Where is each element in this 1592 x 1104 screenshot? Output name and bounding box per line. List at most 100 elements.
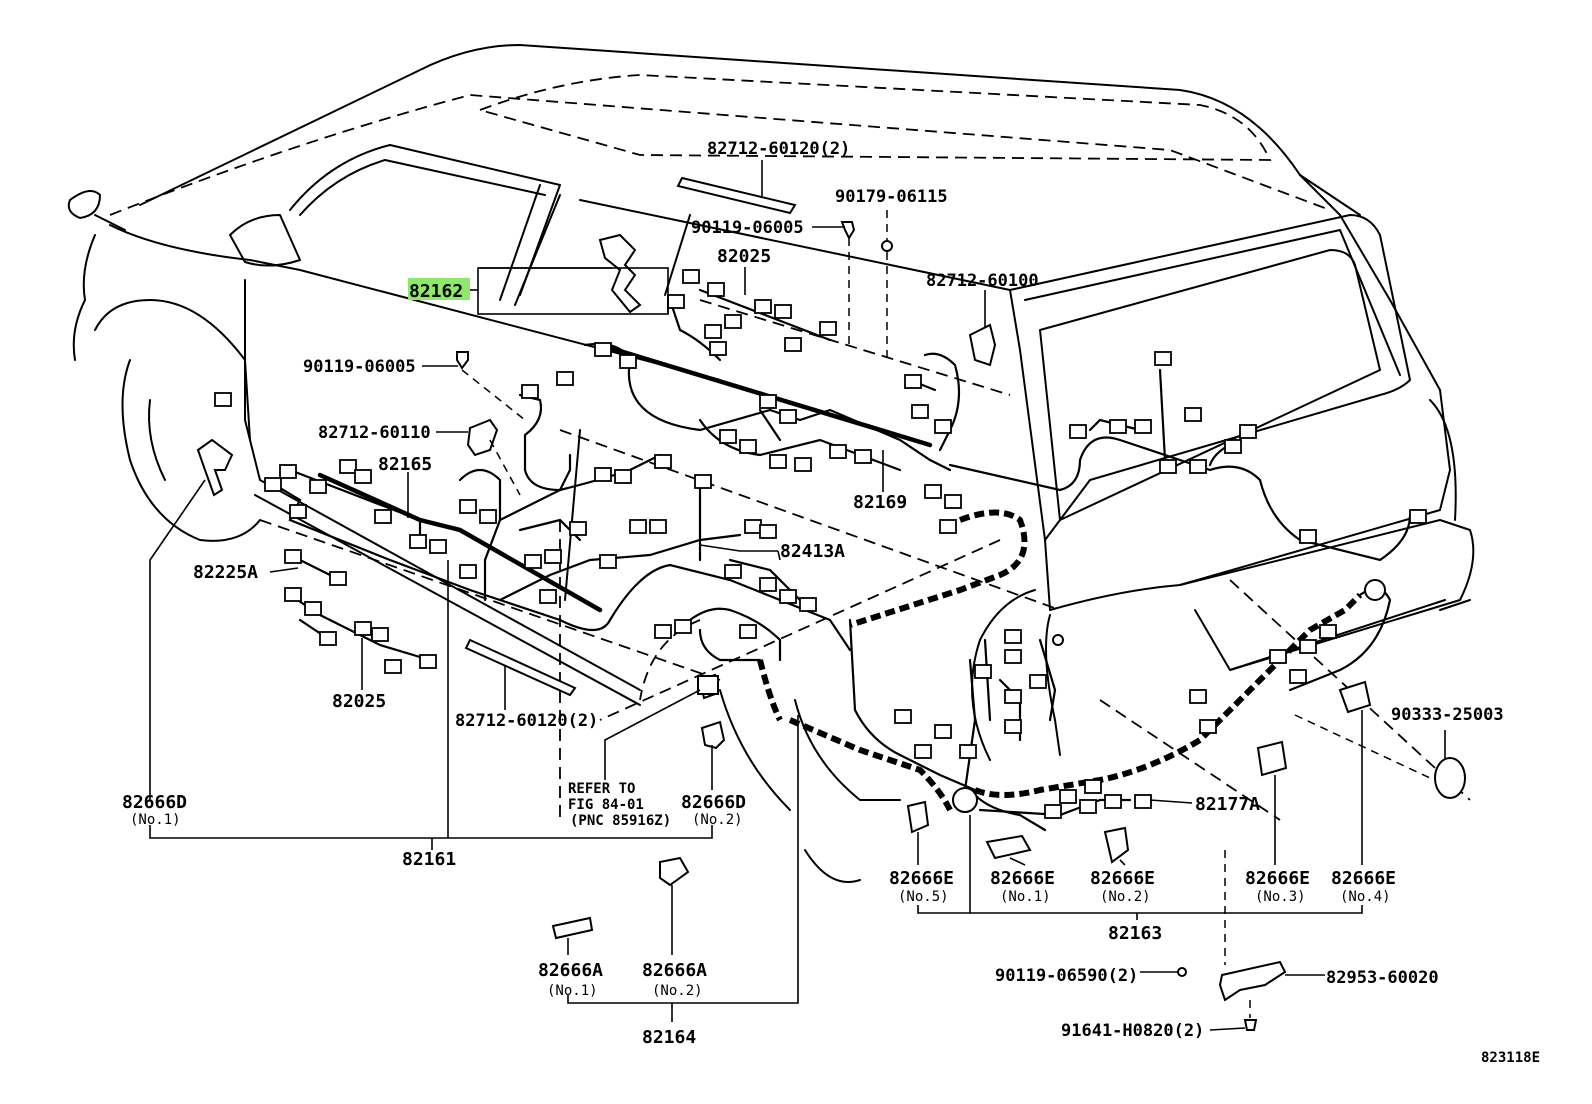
label-82666E-2-sub: (No.2)	[1100, 889, 1151, 905]
label-82712-60120-top: 82712-60120(2)	[707, 139, 850, 159]
connector	[284, 587, 302, 602]
label-82666E-3-sub: (No.3)	[1255, 889, 1306, 905]
label-82666E-1-sub: (No.1)	[1000, 889, 1051, 905]
label-82162[interactable]: 82162	[409, 281, 463, 302]
label-90119-06590: 90119-06590(2)	[995, 966, 1138, 986]
connector	[1044, 804, 1062, 819]
connector	[784, 337, 802, 352]
screw	[456, 351, 469, 370]
label-82712-60110: 82712-60110	[318, 423, 431, 443]
connector	[556, 371, 574, 386]
label-82953-60020: 82953-60020	[1326, 968, 1439, 988]
vehicle-body	[67, 44, 1475, 883]
clip	[700, 720, 726, 750]
connector	[774, 304, 792, 319]
connector	[819, 321, 837, 336]
nut	[881, 240, 893, 252]
connector	[329, 571, 347, 586]
connector	[1239, 424, 1257, 439]
label-82666D-2-sub: (No.2)	[692, 812, 743, 828]
connector	[709, 341, 727, 356]
refer-line-1: REFER TO	[568, 781, 635, 797]
connector	[924, 484, 942, 499]
connector	[594, 342, 612, 357]
connector	[1004, 689, 1022, 704]
connector	[1104, 794, 1122, 809]
connector	[539, 589, 557, 604]
connector	[724, 314, 742, 329]
refer-line-2: FIG 84-01	[568, 797, 644, 813]
connector	[1189, 689, 1207, 704]
bolt	[1177, 967, 1187, 977]
connector	[759, 524, 777, 539]
connector	[1159, 459, 1177, 474]
label-82161: 82161	[402, 849, 456, 870]
label-82413A: 82413A	[780, 541, 845, 562]
connector	[654, 454, 672, 469]
clip	[906, 800, 930, 834]
label-82666A-2-sub: (No.2)	[652, 983, 703, 999]
label-90119-06005-top: 90119-06005	[691, 218, 804, 238]
connector	[739, 439, 757, 454]
connector	[1299, 529, 1317, 544]
connector	[1079, 799, 1097, 814]
connector	[214, 392, 232, 407]
label-82025-bottom: 82025	[332, 691, 386, 712]
connector	[1084, 779, 1102, 794]
label-82666A-1: 82666A	[538, 960, 603, 981]
protector-strip-top	[676, 176, 797, 215]
connector	[759, 394, 777, 409]
connector	[694, 474, 712, 489]
connector	[374, 509, 392, 524]
label-82666E-2: 82666E	[1090, 868, 1155, 889]
connector	[724, 564, 742, 579]
connector	[649, 519, 667, 534]
connector	[667, 294, 685, 309]
ground-terminal	[1052, 634, 1064, 646]
connector	[894, 709, 912, 724]
clip	[1103, 826, 1130, 864]
connector	[754, 299, 772, 314]
clip	[968, 323, 997, 367]
connector	[1199, 719, 1217, 734]
connector	[544, 549, 562, 564]
label-90179-06115: 90179-06115	[835, 187, 948, 207]
connector	[1184, 407, 1202, 422]
connector	[309, 479, 327, 494]
connector	[934, 419, 952, 434]
connector	[779, 589, 797, 604]
bracket	[598, 233, 642, 314]
connector	[654, 624, 672, 639]
label-82666E-1: 82666E	[990, 868, 1055, 889]
connector	[419, 654, 437, 669]
protector-strip-bottom	[464, 638, 577, 697]
clip	[466, 418, 499, 457]
connectors	[214, 269, 1427, 819]
connector	[614, 469, 632, 484]
connector	[1224, 439, 1242, 454]
label-82666D-2: 82666D	[681, 792, 746, 813]
label-82169: 82169	[853, 492, 907, 513]
connector	[1269, 649, 1287, 664]
clip	[1256, 740, 1288, 777]
connector	[759, 577, 777, 592]
connector	[744, 519, 762, 534]
connector	[799, 597, 817, 612]
label-82666A-1-sub: (No.1)	[547, 983, 598, 999]
connector	[1134, 419, 1152, 434]
connector	[619, 354, 637, 369]
label-82666E-4: 82666E	[1331, 868, 1396, 889]
connector	[769, 454, 787, 469]
label-82164: 82164	[642, 1027, 696, 1048]
bracket	[196, 438, 234, 497]
connector	[594, 467, 612, 482]
connector	[409, 534, 427, 549]
clip	[985, 834, 1032, 860]
connector	[569, 521, 587, 536]
connector	[739, 624, 757, 639]
label-82225A: 82225A	[193, 562, 258, 583]
label-82666E-5-sub: (No.5)	[898, 889, 949, 905]
connector	[289, 504, 307, 519]
